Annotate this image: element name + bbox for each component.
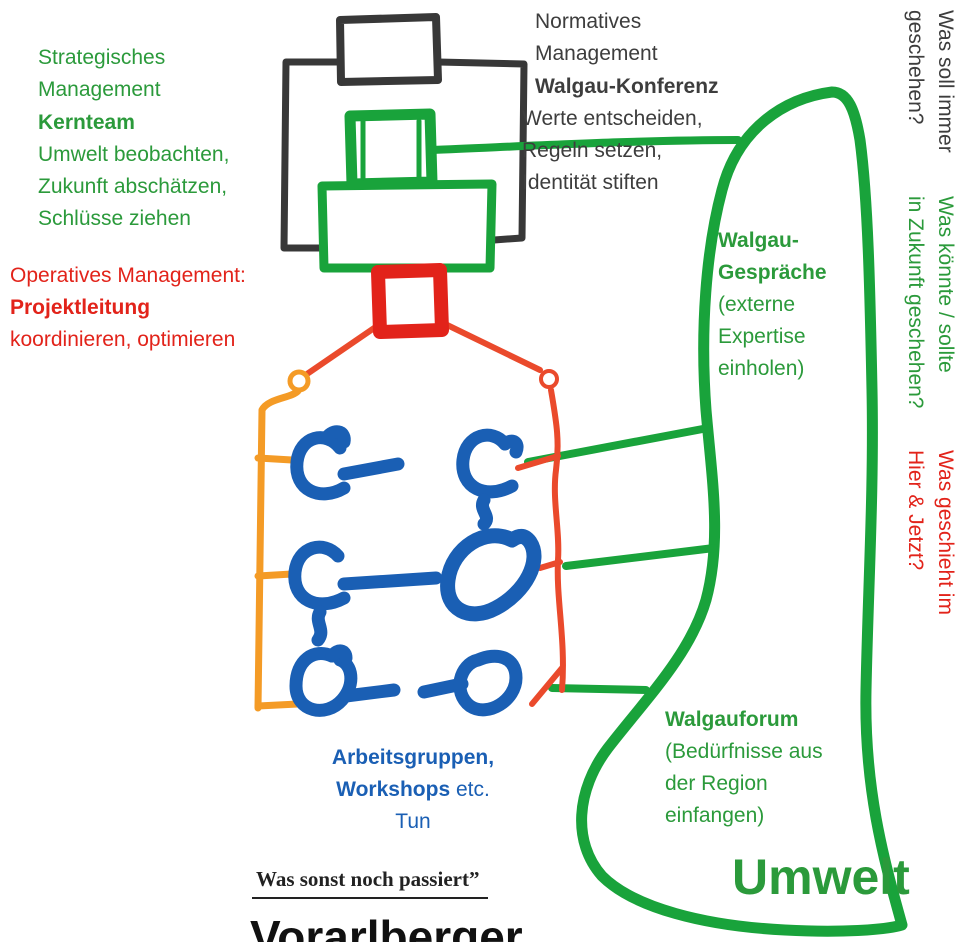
working-group-shapes xyxy=(295,432,534,711)
working-group-top-right xyxy=(463,435,517,524)
working-groups-line-2: Workshops etc. xyxy=(300,777,526,803)
strategic-small-box-inner xyxy=(363,121,419,178)
side-question-future-line-2: in Zukunft geschehen? xyxy=(900,196,930,408)
gespraeche-description-line-3: einholen) xyxy=(718,356,804,382)
walgau-konferenz-title: Walgau-Konferenz xyxy=(535,74,719,100)
strategic-label-line-2: Management xyxy=(38,77,161,103)
strategic-large-box xyxy=(322,184,492,268)
wg-top-right-hook xyxy=(505,441,517,452)
operative-spine-right xyxy=(551,390,563,690)
environment-label: Umwelt xyxy=(732,849,910,905)
side-question-now: Was geschieht im Hier & Jetzt? xyxy=(900,450,960,615)
projektleitung-title: Projektleitung xyxy=(10,295,150,321)
wg-top-right-tail xyxy=(482,500,486,524)
operative-label: Operatives Management: xyxy=(10,263,246,289)
side-question-always-line-1: Was soll immer xyxy=(930,10,960,153)
wg-middle-left-link xyxy=(344,578,436,584)
operative-tasks: koordinieren, optimieren xyxy=(10,327,235,353)
working-group-middle-left xyxy=(295,547,436,640)
gespraeche-description-line-1: (externe xyxy=(718,292,795,318)
walgauforum-title: Walgauforum xyxy=(665,707,798,733)
strategic-task-1: Umwelt beobachten, xyxy=(38,142,229,168)
working-group-top-left xyxy=(297,432,398,494)
strategic-label-line-1: Strategisches xyxy=(38,45,165,71)
walgauforum-description-line-1: (Bedürfnisse aus xyxy=(665,739,823,765)
wg-bottom-left-link xyxy=(346,690,394,696)
wg-top-left-link xyxy=(344,464,398,474)
normative-task-3: Identität stiften xyxy=(522,170,659,196)
normative-top-box xyxy=(340,17,438,82)
walgauforum-description-line-2: der Region xyxy=(665,771,768,797)
walgauforum-description-line-3: einfangen) xyxy=(665,803,764,829)
side-question-now-line-2: Hier & Jetzt? xyxy=(900,450,930,615)
orange-spine-line xyxy=(258,391,298,708)
side-question-now-line-1: Was geschieht im xyxy=(930,450,960,615)
operative-line-right xyxy=(441,322,540,370)
strategic-task-3: Schlüsse ziehen xyxy=(38,206,191,232)
strategic-frame xyxy=(322,114,492,268)
normative-label-line-2: Management xyxy=(535,41,658,67)
working-groups-task: Tun xyxy=(300,809,526,835)
side-question-future-line-1: Was könnte / sollte xyxy=(930,196,960,408)
connector-middle xyxy=(566,548,714,566)
working-group-middle-right xyxy=(448,536,534,614)
side-question-always-line-2: geschehen? xyxy=(900,10,930,153)
side-question-always: Was soll immer geschehen? xyxy=(900,10,960,153)
operative-line-left xyxy=(307,324,380,374)
orange-node xyxy=(290,372,308,390)
side-question-future: Was könnte / sollte in Zukunft geschehen… xyxy=(900,196,960,408)
operative-box xyxy=(378,270,442,332)
gespraeche-title-line-2: Gespräche xyxy=(718,260,827,286)
footer-masthead: Vorarlberger xyxy=(250,914,550,942)
gespraeche-description-line-2: Expertise xyxy=(718,324,806,350)
footer-section-heading: Was sonst noch passiert” xyxy=(252,866,488,899)
working-group-bottom-left xyxy=(296,651,394,710)
wg-middle-left-tail xyxy=(318,612,321,640)
normative-task-2: Regeln setzen, xyxy=(522,138,662,164)
wg-top-left-body xyxy=(297,438,344,494)
normative-task-1: Werte entscheiden, xyxy=(522,106,703,132)
normative-label-line-1: Normatives xyxy=(535,9,641,35)
workshops-title: Workshops xyxy=(336,778,450,801)
working-groups-title: Arbeitsgruppen, xyxy=(300,745,526,771)
operative-node-right xyxy=(541,371,557,387)
kernteam-title: Kernteam xyxy=(38,110,135,136)
wg-middle-right-body xyxy=(448,536,534,614)
working-group-bottom-right xyxy=(424,656,516,710)
wg-bottom-left-hook xyxy=(332,651,346,658)
strategic-task-2: Zukunft abschätzen, xyxy=(38,174,227,200)
workshops-suffix: etc. xyxy=(456,778,490,801)
wg-middle-left-body xyxy=(295,547,344,604)
connector-walgauforum xyxy=(552,688,646,690)
gespraeche-title-line-1: Walgau- xyxy=(718,228,799,254)
